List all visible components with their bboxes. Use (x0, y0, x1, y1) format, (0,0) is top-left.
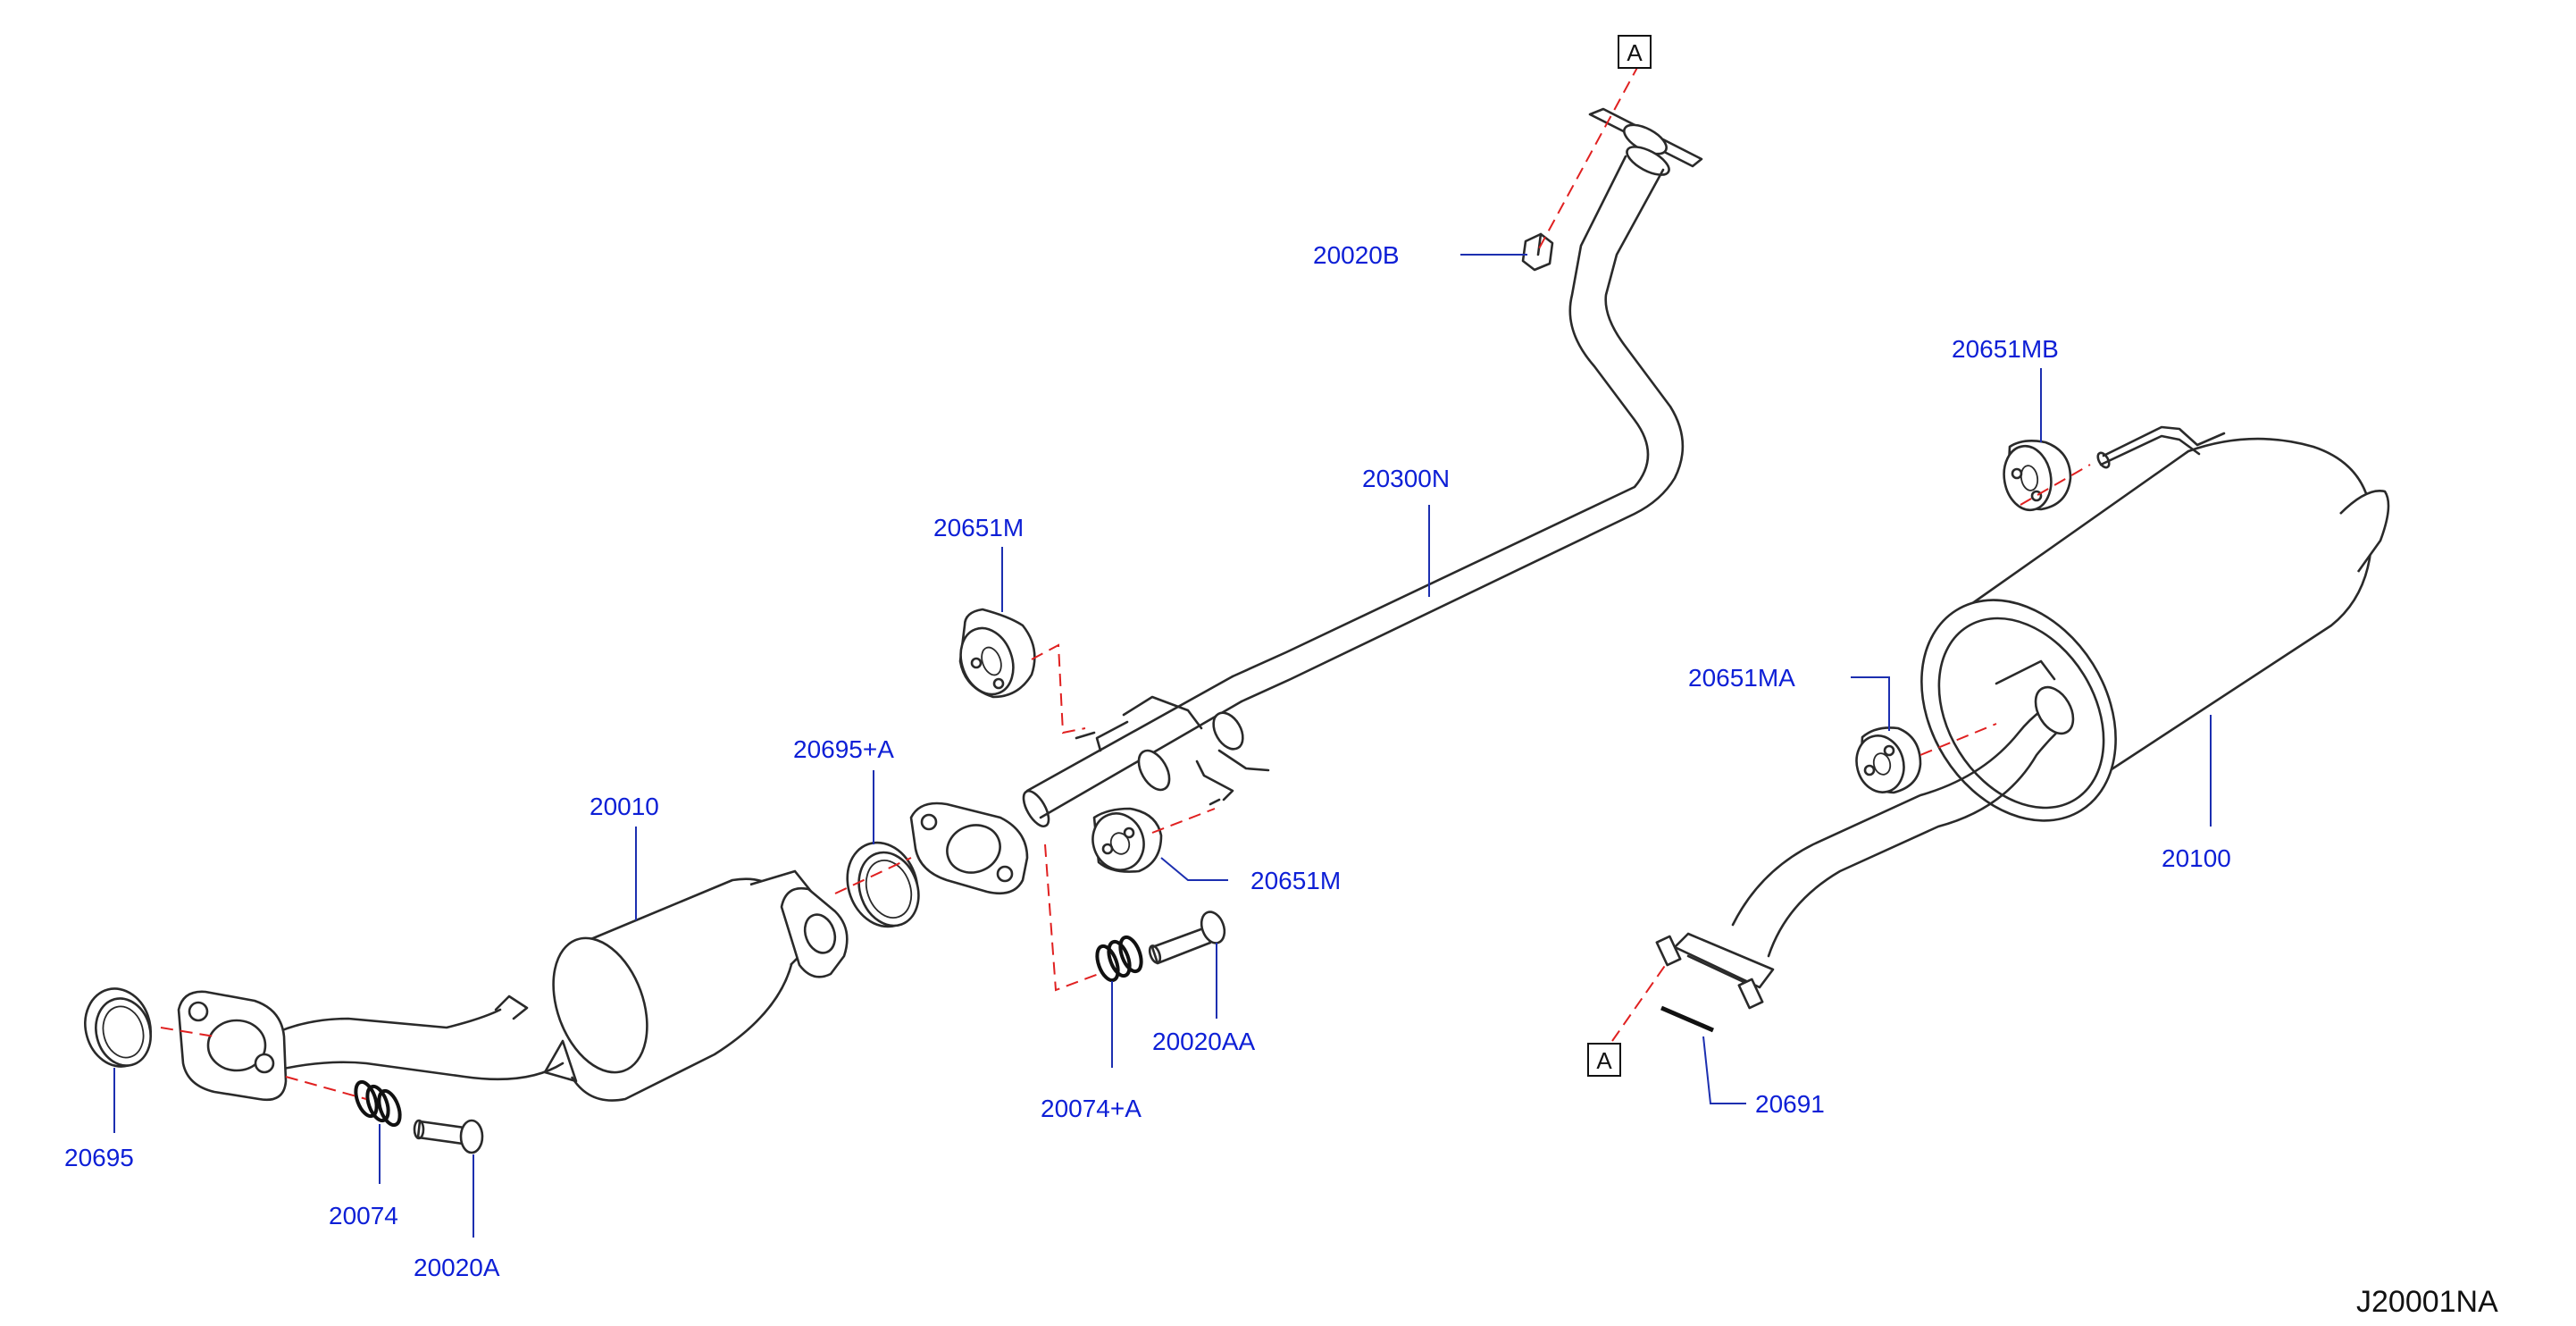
label-20300n[interactable]: 20300N (1362, 465, 1450, 492)
spring-20074a[interactable] (1093, 935, 1145, 983)
catalytic-converter-20010[interactable] (177, 869, 849, 1102)
label-20651mb[interactable]: 20651MB (1952, 335, 2059, 363)
diagram-code: J20001NA (2356, 1285, 2498, 1319)
rubber-hanger-20651m-top[interactable] (952, 608, 1036, 701)
spring-20074[interactable] (352, 1079, 404, 1128)
label-20651m-top[interactable]: 20651M (933, 514, 1024, 541)
rubber-hanger-20651mb[interactable] (1999, 440, 2072, 514)
ref-marker-a-top: A (1618, 35, 1652, 69)
label-20651ma[interactable]: 20651MA (1688, 664, 1795, 692)
label-20074[interactable]: 20074 (329, 1202, 398, 1229)
label-20074a[interactable]: 20074+A (1041, 1095, 1142, 1122)
bolt-20020aa[interactable] (1148, 909, 1229, 965)
label-20020b[interactable]: 20020B (1313, 241, 1400, 269)
seal-ring-20691[interactable] (1660, 1005, 1714, 1033)
label-20010[interactable]: 20010 (590, 793, 659, 820)
svg-text:A: A (1627, 39, 1643, 66)
ref-marker-a-bottom: A (1587, 1043, 1621, 1077)
part-labels: 20020B 20651MB 20300N 20651M 20651MA 206… (64, 241, 2231, 1281)
rubber-hanger-20651ma[interactable] (1851, 726, 1922, 797)
main-muffler-20100[interactable] (1655, 425, 2390, 1010)
leader-lines (113, 254, 2212, 1238)
gasket-20695a[interactable] (836, 833, 929, 936)
label-20695[interactable]: 20695 (64, 1144, 134, 1171)
label-20691[interactable]: 20691 (1755, 1090, 1825, 1118)
svg-text:A: A (1596, 1047, 1612, 1074)
bolt-20020a[interactable] (413, 1119, 484, 1154)
label-20651m-mid[interactable]: 20651M (1250, 867, 1341, 894)
assembly-guide-lines (160, 63, 2091, 1100)
label-20020aa[interactable]: 20020AA (1152, 1028, 1256, 1055)
rubber-hanger-20651m-mid[interactable] (1085, 806, 1163, 877)
label-20020a[interactable]: 20020A (414, 1254, 500, 1281)
nut-20020b[interactable] (1521, 232, 1554, 272)
label-20100[interactable]: 20100 (2162, 844, 2231, 872)
label-20695a[interactable]: 20695+A (793, 735, 894, 763)
gasket-20695[interactable] (77, 981, 159, 1074)
front-tube-20300n[interactable] (909, 107, 1703, 895)
